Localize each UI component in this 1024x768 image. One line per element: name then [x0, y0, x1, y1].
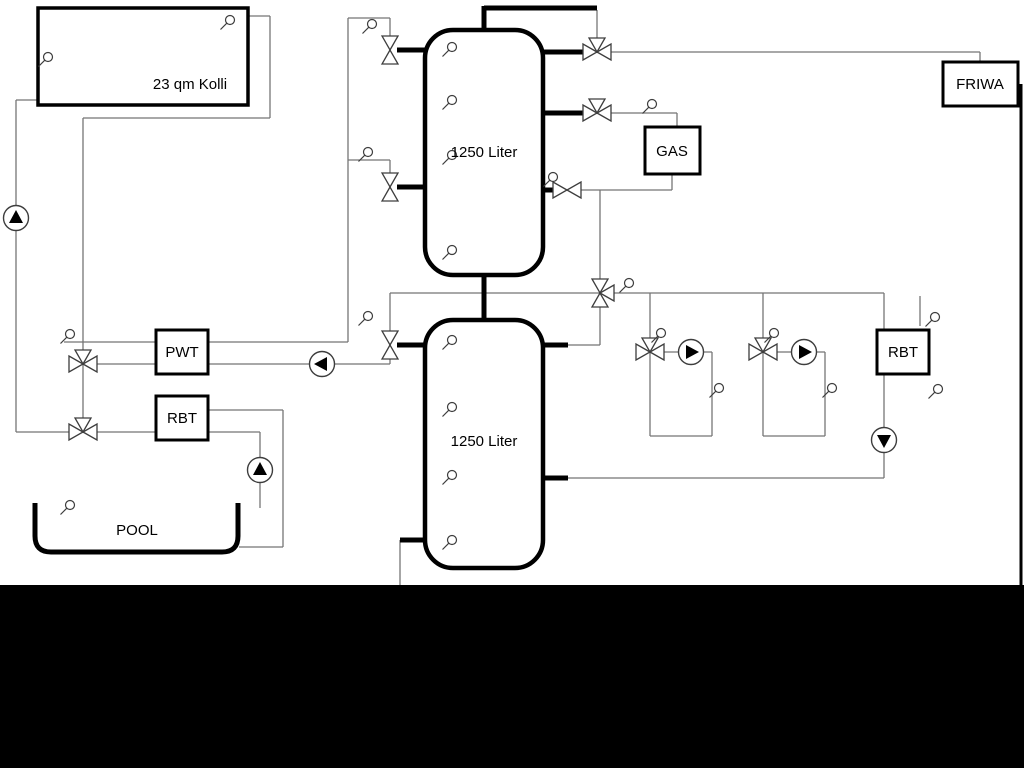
sensor-icon — [763, 327, 780, 344]
friwa-label: FRIWA — [956, 76, 1004, 93]
three-way-valve-gas-supply — [582, 98, 612, 122]
valve-tank-bottom-upper — [381, 330, 399, 360]
pool-basin — [32, 503, 241, 555]
valve-tank-top-upper — [381, 35, 399, 65]
rbt-left-label: RBT — [167, 410, 197, 427]
rbt-return-pump — [870, 426, 898, 454]
rbt-left-box — [154, 394, 210, 442]
buffer-charge-pump — [308, 350, 336, 378]
three-way-valve-tank-top-right — [582, 37, 612, 61]
valve-heating-supply — [552, 181, 582, 199]
sensor-icon — [357, 310, 374, 327]
rbt-right-label: RBT — [888, 344, 918, 361]
solar-collector-box — [36, 6, 250, 107]
pwt-box — [154, 328, 210, 376]
buffer-tank-bottom-label: 1250 Liter — [451, 433, 518, 450]
sensor-icon — [361, 18, 378, 35]
sensor-icon — [927, 383, 944, 400]
pool-pump — [246, 456, 274, 484]
solar-pump — [2, 204, 30, 232]
buffer-tank-top — [422, 27, 546, 278]
gas-boiler-box — [643, 125, 702, 176]
sensor-icon — [618, 277, 635, 294]
sensor-icon — [59, 499, 76, 516]
rbt-right-box — [875, 328, 931, 376]
collector-label: 23 qm Kolli — [153, 76, 227, 93]
pool-label: POOL — [116, 522, 158, 539]
buffer-tank-top-label: 1250 Liter — [451, 144, 518, 161]
heating-circuit-2-pump — [790, 338, 818, 366]
friwa-box — [941, 60, 1020, 108]
main-pipe-network — [397, 5, 597, 543]
buffer-tank-bottom — [422, 317, 546, 571]
heating-circuit-1-pump — [677, 338, 705, 366]
valve-tank-top-mid — [381, 172, 399, 202]
three-way-valve-solar-pool — [68, 417, 98, 441]
sensor-icon — [924, 311, 941, 328]
sensor-icon — [641, 98, 658, 115]
pwt-label: PWT — [165, 344, 198, 361]
bottom-black-bar — [0, 585, 1024, 768]
gas-label: GAS — [656, 143, 688, 160]
sensor-icon — [650, 327, 667, 344]
